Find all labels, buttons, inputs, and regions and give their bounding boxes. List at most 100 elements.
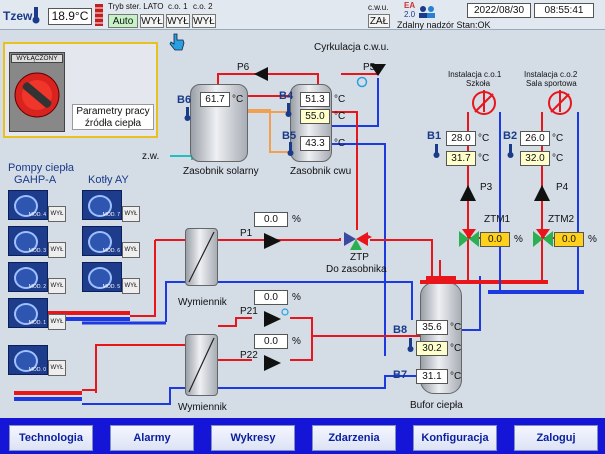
boiler-mod5-state[interactable]: WYŁ [122, 278, 140, 294]
ztm1-valve-icon[interactable] [458, 228, 480, 250]
ztm2-valve-icon[interactable] [532, 228, 554, 250]
timer-icon [281, 308, 289, 316]
heat-pump-mod2-state[interactable]: WYŁ [48, 278, 66, 294]
co1-header-label: c.o. 1 [168, 2, 188, 11]
pump-p4-icon[interactable] [533, 184, 551, 202]
cwu-header-label: c.w.u. [368, 3, 389, 12]
params-text-2: źródła ciepła [84, 118, 142, 129]
p21-top-value[interactable]: 0.0 [254, 290, 288, 305]
sensor-b2-label: B2 [503, 130, 518, 142]
heat-pump-mod0-state[interactable]: WYŁ [48, 360, 66, 376]
nav-wykresy-button[interactable]: Wykresy [211, 425, 295, 451]
outdoor-temp-label: Tzew [3, 9, 33, 23]
co1-title-1: Instalacja c.o.1 [448, 70, 502, 79]
remote-status: Zdalny nadzór Stan:OK [397, 20, 491, 30]
hand-cursor-icon [169, 33, 185, 51]
pump-p1-label: P1 [240, 228, 253, 239]
boiler-mod5[interactable]: MOD. 5 [82, 262, 122, 292]
exchanger-diagonal-icon [188, 231, 215, 283]
pump-p1-icon[interactable] [262, 232, 282, 250]
sensor-b8-label: B8 [393, 324, 408, 336]
pump-p6-icon[interactable] [252, 66, 270, 82]
heat-pump-mod4-state[interactable]: WYŁ [48, 206, 66, 222]
date-display: 2022/08/30 [467, 3, 531, 18]
ztp-sub-label: Do zasobnika [326, 264, 387, 275]
co1-setpoint-unit: °C [478, 153, 490, 164]
solar-temp-unit: °C [232, 94, 244, 105]
buffer-setpoint[interactable]: 30.2 [416, 341, 448, 356]
params-button[interactable] [72, 104, 154, 130]
pump-p5-label: P5 [363, 62, 376, 73]
ztp-valve-icon[interactable] [342, 228, 372, 250]
nav-zaloguj-button[interactable]: Zaloguj [514, 425, 598, 451]
ztm2-value[interactable]: 0.0 [554, 232, 584, 247]
boiler-mod6-state[interactable]: WYŁ [122, 242, 140, 258]
cwu-setpoint[interactable]: 55.0 [300, 109, 330, 124]
boiler-mod7[interactable]: MOD. 7 [82, 190, 122, 220]
ztm1-label: ZTM1 [484, 214, 511, 225]
auto-button[interactable]: Auto [108, 14, 138, 28]
heat-pump-mod1[interactable]: MOD. 1 [8, 298, 48, 328]
thermometer-icon [285, 103, 292, 117]
p22-value[interactable]: 0.0 [254, 334, 288, 349]
buffer-label: Bufor ciepła [410, 400, 463, 411]
boiler-mod6[interactable]: MOD. 6 [82, 226, 122, 256]
ztm2-label: ZTM2 [548, 214, 575, 225]
pump-p21-icon[interactable] [262, 310, 282, 328]
heat-pump-mod0[interactable]: MOD. 0 [8, 345, 48, 375]
co2-title-1: Instalacja c.o.2 [524, 70, 578, 79]
nav-zdarzenia-button[interactable]: Zdarzenia [312, 425, 396, 451]
cold-water-label: z.w. [142, 151, 160, 162]
nav-technologia-button[interactable]: Technologia [9, 425, 93, 451]
ztm1-unit: % [514, 234, 523, 245]
ea-version: 2.0 [404, 10, 416, 19]
params-text-1: Parametry pracy [76, 106, 150, 117]
thermometer-icon [32, 7, 40, 24]
heat-pump-mod3[interactable]: MOD. 3 [8, 226, 48, 256]
co1-setpoint[interactable]: 31.7 [446, 151, 476, 166]
buffer-bottom-temp: 31.1 [416, 369, 448, 384]
heat-pump-mod4[interactable]: MOD. 4 [8, 190, 48, 220]
thermometer-icon [407, 338, 414, 352]
pump-p5-icon[interactable] [368, 62, 388, 78]
p1-unit: % [292, 214, 301, 225]
heat-pump-mod3-state[interactable]: WYŁ [48, 242, 66, 258]
cwu-tank-label: Zasobnik cwu [290, 166, 352, 177]
nav-alarmy-button[interactable]: Alarmy [110, 425, 194, 451]
ztm2-unit: % [588, 234, 597, 245]
cwu-bottom-temp: 43.3 [300, 136, 330, 151]
sensor-b5-label: B5 [282, 130, 297, 142]
co2-setpoint[interactable]: 32.0 [520, 151, 550, 166]
heat-pumps-title-2: GAHP-A [14, 174, 57, 186]
co2-header-label: c.o. 2 [193, 2, 213, 11]
thermometer-icon [287, 142, 294, 156]
cwu-setpoint-unit: °C [334, 111, 346, 122]
pump-p4-label: P4 [556, 182, 569, 193]
co2-wyl-button[interactable]: WYŁ [192, 14, 216, 28]
co1-temp-unit: °C [478, 133, 490, 144]
boiler-mod7-state[interactable]: WYŁ [122, 206, 140, 222]
heat-pump-mod2[interactable]: MOD. 2 [8, 262, 48, 292]
heat-pump-mod1-state[interactable]: WYŁ [48, 314, 66, 330]
buffer-bottom-unit: °C [450, 371, 462, 382]
pump-p3-icon[interactable] [459, 184, 477, 202]
co1-wyl-button[interactable]: WYŁ [166, 14, 190, 28]
solar-temp-value: 61.7 [200, 92, 230, 107]
pump-p21-label: P21 [240, 306, 258, 317]
nav-konfiguracja-button[interactable]: Konfiguracja [413, 425, 497, 451]
cwu-bottom-unit: °C [334, 138, 346, 149]
cwu-zal-button[interactable]: ZAŁ [368, 14, 390, 28]
co2-title-2: Sala sportowa [526, 79, 577, 88]
sensor-b6-label: B6 [177, 94, 192, 106]
co-wyl-button[interactable]: WYŁ [140, 14, 164, 28]
bottom-nav-bar [0, 418, 605, 454]
pump-p22-icon[interactable] [262, 354, 282, 372]
co1-title-2: Szkoła [466, 79, 491, 88]
p1-value[interactable]: 0.0 [254, 212, 288, 227]
sensor-b1-label: B1 [427, 130, 442, 142]
ztm1-value[interactable]: 0.0 [480, 232, 510, 247]
ztp-label: ZTP [350, 252, 369, 263]
sensor-b7-label: B7 [393, 369, 408, 381]
pump-p3-label: P3 [480, 182, 493, 193]
brick-icon [95, 4, 103, 26]
